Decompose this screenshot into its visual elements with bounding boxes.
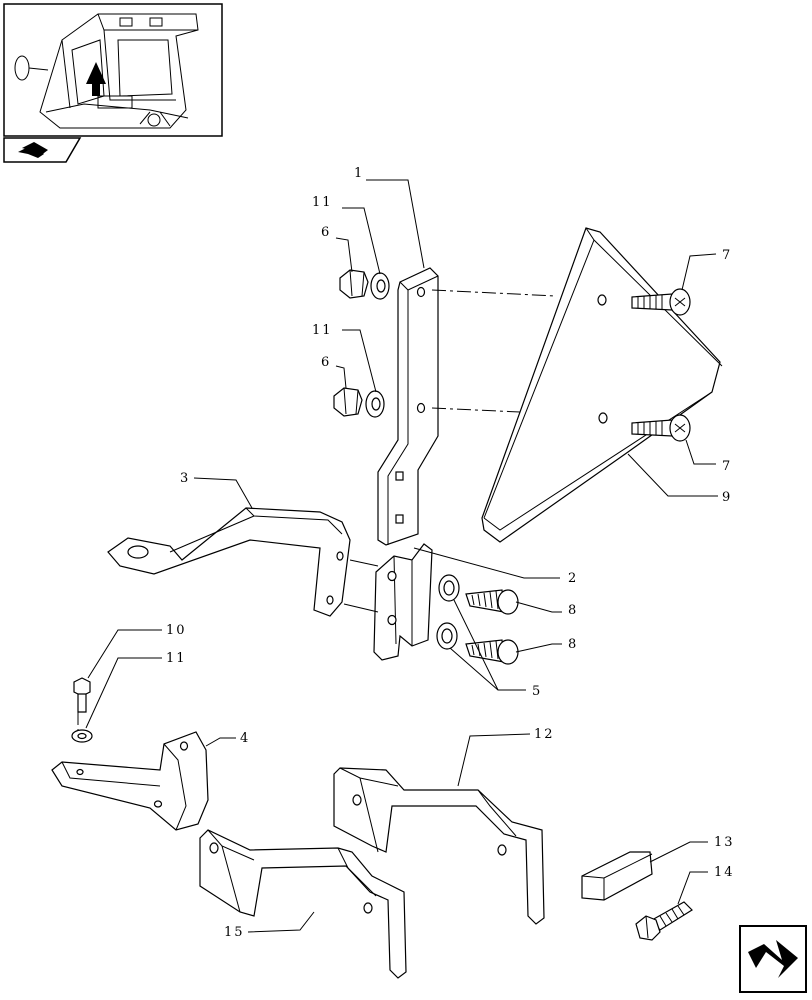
nut-middle (333, 387, 363, 417)
callout-13: 13 (714, 835, 735, 850)
callout-11b: 11 (312, 323, 333, 338)
callout-14: 14 (714, 865, 735, 880)
u-clip-bracket (373, 543, 433, 661)
callout-10: 10 (166, 623, 187, 638)
bolt-8-top (465, 589, 519, 615)
arrow-flag-icon (18, 142, 48, 158)
callout-6b: 6 (321, 355, 331, 370)
callout-3: 3 (180, 471, 190, 486)
callout-5: 5 (532, 684, 542, 699)
washer-small (71, 729, 93, 743)
callout-9: 9 (722, 490, 732, 505)
screw-top (631, 288, 691, 316)
callout-12: 12 (534, 727, 555, 742)
wide-bracket-lower (199, 829, 407, 979)
wide-bracket-upper (333, 767, 545, 925)
small-bolt (73, 677, 91, 713)
callout-labels: 1 11 6 11 6 3 7 7 9 2 8 8 5 10 11 4 12 1… (166, 166, 735, 940)
leader-lines (85, 179, 718, 933)
callout-2: 2 (568, 571, 578, 586)
callout-8b: 8 (568, 637, 578, 652)
section-marker[interactable] (3, 137, 82, 163)
callout-8a: 8 (568, 603, 578, 618)
hex-bolt (635, 901, 693, 941)
washer-5-top (438, 574, 460, 602)
screw-bottom (631, 414, 691, 442)
callout-11c: 11 (166, 651, 187, 666)
callout-6a: 6 (321, 225, 331, 240)
vertical-bracket (377, 267, 439, 546)
rubber-block (581, 851, 653, 901)
long-bracket (107, 507, 351, 617)
callout-7a: 7 (722, 248, 732, 263)
callout-7b: 7 (722, 459, 732, 474)
callout-11a: 11 (312, 195, 333, 210)
bolt-8-bottom (465, 639, 519, 665)
tractor-cab-thumbnail[interactable] (3, 3, 223, 137)
washer-top (370, 272, 390, 300)
callout-15: 15 (224, 925, 245, 940)
callout-1: 1 (354, 166, 364, 181)
callout-4: 4 (240, 731, 250, 746)
next-page-button[interactable] (739, 925, 807, 993)
washer-5-bottom (436, 622, 458, 650)
washer-middle (365, 390, 385, 418)
nut-top (339, 269, 369, 299)
next-page-arrow-icon (748, 940, 798, 978)
l-bracket (51, 731, 209, 831)
